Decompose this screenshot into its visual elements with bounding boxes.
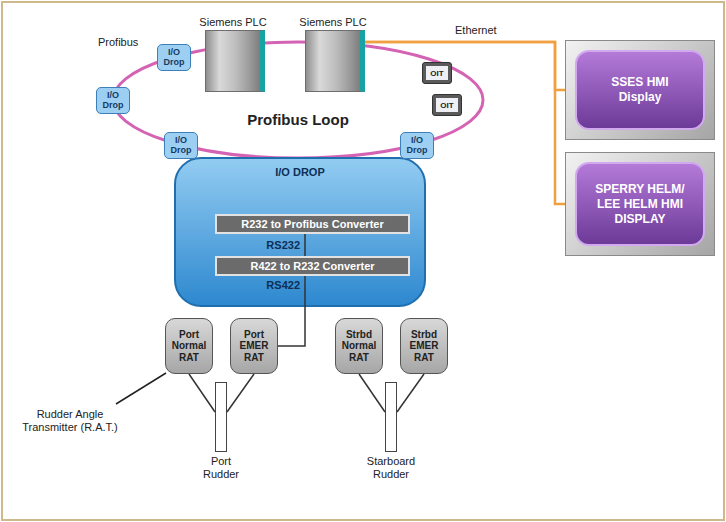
node-label: Port EMER RAT xyxy=(233,329,275,364)
enclosure-fill xyxy=(175,158,425,306)
node-label: I/O Drop xyxy=(167,136,195,155)
io-drop-box: I/O Drop xyxy=(400,132,434,159)
converter-box: R232 to Profibus Converter xyxy=(215,214,410,234)
rudder-angle-transmitter: Strbd Normal RAT xyxy=(335,318,383,374)
monitor-screen: OIT xyxy=(436,98,458,112)
node-label: Port Normal RAT xyxy=(168,329,210,364)
plc-cabinet: Siemens PLC xyxy=(205,30,265,92)
rudder-angle-transmitter: Port EMER RAT xyxy=(230,318,278,374)
node-label: Strbd EMER RAT xyxy=(403,329,445,364)
operator-terminal: OIT xyxy=(432,94,462,116)
io-drop-enclosure: I/O DROP R232 to Profibus ConverterR422 t… xyxy=(175,158,425,306)
node-label: OIT xyxy=(440,101,453,110)
profibus-loop xyxy=(113,42,483,158)
node-heading: Siemens PLC xyxy=(299,16,366,28)
node-label: SSES HMI Display xyxy=(591,75,689,105)
hmi-display: SPERRY HELM/ LEE HELM HMI DISPLAY xyxy=(565,152,715,256)
node-label: OIT xyxy=(430,69,443,78)
io-drop-box: I/O Drop xyxy=(96,87,130,114)
rudder-angle-transmitter: Port Normal RAT xyxy=(165,318,213,374)
node-heading: Starboard Rudder xyxy=(363,455,419,480)
node-label: I/O Drop xyxy=(99,91,127,110)
loop-title: Profibus Loop xyxy=(247,111,349,128)
node-label: R422 to R232 Converter xyxy=(250,260,374,272)
signal-label: RS422 xyxy=(266,279,300,291)
display-panel: SPERRY HELM/ LEE HELM HMI DISPLAY xyxy=(575,162,705,246)
connector-line xyxy=(359,374,385,412)
rudder-angle-transmitter: Strbd EMER RAT xyxy=(400,318,448,374)
connector-line xyxy=(304,234,306,256)
monitor-screen: OIT xyxy=(426,66,448,80)
io-drop-box: I/O Drop xyxy=(157,44,191,71)
connector-line xyxy=(397,374,424,412)
leader-line xyxy=(116,373,166,404)
network-label: Ethernet xyxy=(455,24,497,36)
node-label: Strbd Normal RAT xyxy=(338,329,380,364)
signal-label: RS232 xyxy=(266,239,300,251)
rudder-symbol: Port Rudder xyxy=(215,382,227,452)
node-label: I/O Drop xyxy=(160,48,188,67)
node-label: SPERRY HELM/ LEE HELM HMI DISPLAY xyxy=(591,182,689,227)
display-panel: SSES HMI Display xyxy=(575,50,705,130)
network-label: Profibus xyxy=(98,36,138,48)
node-label: R232 to Profibus Converter xyxy=(241,218,383,230)
hmi-display: SSES HMI Display xyxy=(565,40,715,140)
rudder-symbol: Starboard Rudder xyxy=(385,382,397,452)
ethernet-line xyxy=(365,42,565,204)
converter-box: R422 to R232 Converter xyxy=(215,256,410,276)
node-heading: Port Rudder xyxy=(193,455,249,480)
io-drop-box: I/O Drop xyxy=(164,132,198,159)
node-label: I/O Drop xyxy=(403,136,431,155)
node-label: I/O DROP xyxy=(175,166,425,178)
callout-label: Rudder Angle Transmitter (R.A.T.) xyxy=(20,408,120,434)
operator-terminal: OIT xyxy=(422,62,452,84)
node-heading: Siemens PLC xyxy=(199,16,266,28)
plc-cabinet: Siemens PLC xyxy=(305,30,365,92)
ethernet-line xyxy=(365,42,565,90)
connector-line xyxy=(227,374,254,412)
connector-line xyxy=(189,374,215,412)
